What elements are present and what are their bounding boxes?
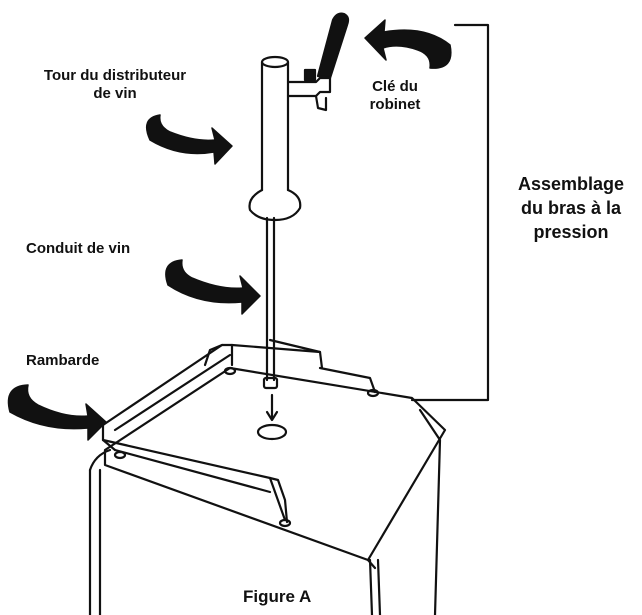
tap-handle-label-line1: Clé du bbox=[372, 78, 418, 95]
tower-label: Tour du distributeur de vin bbox=[0, 67, 230, 103]
top-hole bbox=[256, 423, 288, 441]
rail-foot bbox=[113, 450, 127, 460]
figure-caption: Figure A bbox=[243, 587, 312, 606]
cabinet bbox=[88, 408, 442, 615]
tower-label-line2: de vin bbox=[93, 85, 137, 102]
assembly-label-line3: pression bbox=[533, 222, 609, 242]
rail-foot bbox=[278, 518, 292, 528]
assembly-label-line1: Assemblage bbox=[517, 174, 625, 194]
tap-handle-label: Clé du robinet bbox=[345, 78, 445, 114]
rail-foot bbox=[223, 366, 237, 376]
dispensing-tower bbox=[248, 55, 302, 222]
assembly-label-line2: du bras à la bbox=[520, 198, 622, 218]
wine-line-label: Conduit de vin bbox=[26, 240, 131, 257]
curved-arrow bbox=[7, 384, 107, 441]
faucet bbox=[286, 68, 332, 112]
tap-handle-label-line2: robinet bbox=[369, 96, 421, 113]
curved-arrow bbox=[165, 259, 261, 315]
curved-arrow bbox=[145, 114, 233, 165]
guardrail-shape bbox=[101, 338, 377, 524]
tower-label-line1: Tour du distributeur bbox=[43, 67, 187, 84]
wine-line-tube bbox=[262, 216, 279, 390]
top-plate bbox=[103, 366, 447, 570]
curved-arrow bbox=[364, 19, 452, 69]
guardrail-label: Rambarde bbox=[26, 352, 100, 369]
rail-foot bbox=[366, 388, 380, 398]
assembly-bracket bbox=[410, 23, 490, 402]
tap-handle bbox=[316, 12, 350, 80]
assembly-label: Assemblage du bras à la pression bbox=[500, 172, 642, 244]
insert-arrowhead bbox=[265, 410, 279, 422]
